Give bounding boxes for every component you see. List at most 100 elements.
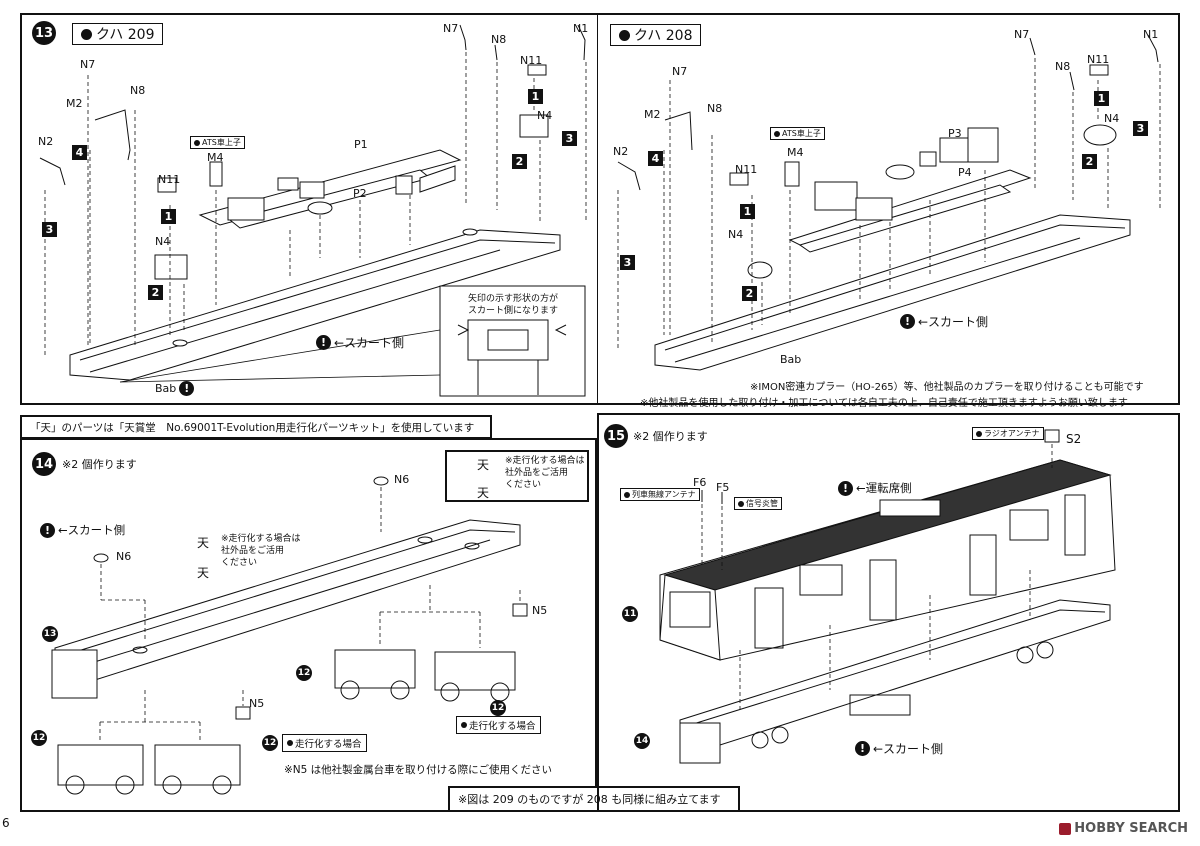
step-square-1: 1 bbox=[161, 209, 176, 224]
warning-icon: ! bbox=[316, 335, 331, 350]
ref-step11-icon: 11 bbox=[622, 606, 638, 622]
train-radio-antenna-tag: 列車無線アンテナ bbox=[620, 488, 700, 501]
part-label-n11: N11 bbox=[520, 54, 543, 67]
part-label-n11: N11 bbox=[735, 163, 758, 176]
same-assembly-notice: ※図は 209 のものですが 208 も同様に組み立てます bbox=[448, 786, 740, 812]
part-label-n7: N7 bbox=[80, 58, 96, 71]
warning-icon: ! bbox=[40, 522, 55, 538]
bullet-icon bbox=[287, 740, 293, 746]
part-label-f5: F5 bbox=[716, 481, 730, 494]
bullet-icon bbox=[738, 500, 744, 507]
bullet-icon bbox=[976, 430, 982, 437]
step15-panel bbox=[597, 413, 1180, 812]
warning-icon: ! bbox=[855, 741, 870, 756]
step-square-1: 1 bbox=[528, 89, 543, 104]
step13-right-title: クハ 208 bbox=[610, 24, 702, 46]
bullet-icon bbox=[624, 491, 630, 498]
part-label-p3: P3 bbox=[948, 127, 962, 140]
driver-side-label: !←運転席側 bbox=[838, 480, 912, 496]
part-label-p2: P2 bbox=[353, 187, 367, 200]
ref-step12-icon: 12 bbox=[31, 730, 47, 746]
part-label-f6: F6 bbox=[693, 476, 707, 489]
n5-note: ※N5 は他社製金属台車を取り付ける際にご使用ください bbox=[284, 764, 552, 776]
part-label-n6: N6 bbox=[116, 550, 132, 563]
ref-step14-icon: 14 bbox=[634, 733, 650, 749]
skirt-side-label: !←スカート側 bbox=[855, 740, 943, 757]
step-square-4: 4 bbox=[72, 145, 87, 160]
imon-note: ※IMON密連カプラー（HO-265）等、他社製品のカプラーを取り付けることも可… bbox=[750, 382, 1144, 393]
skirt-side-label: !←スカート側 bbox=[40, 522, 125, 538]
hobby-search-logo-icon bbox=[1059, 822, 1072, 835]
part-label-n8: N8 bbox=[1055, 60, 1071, 73]
ten-label: 天 bbox=[477, 458, 490, 472]
ref-step12-icon: 12 bbox=[296, 665, 312, 681]
self-responsibility-note: ※他社製品を使用した取り付け・加工については各自工夫の上、自己責任で施工頂きます… bbox=[640, 398, 1128, 409]
part-label-n8: N8 bbox=[491, 33, 507, 46]
part-label-bab: Bab! bbox=[155, 381, 197, 396]
part-label-m4: M4 bbox=[207, 151, 224, 164]
part-label-n4: N4 bbox=[155, 235, 171, 248]
warning-icon: ! bbox=[838, 480, 853, 496]
step-square-3: 3 bbox=[42, 222, 57, 237]
run-tag: 走行化する場合 bbox=[282, 734, 367, 752]
part-label-n4: N4 bbox=[1104, 112, 1120, 125]
part-label-n6: N6 bbox=[394, 473, 410, 486]
part-label-n4: N4 bbox=[537, 109, 553, 122]
ref-step13-icon: 13 bbox=[42, 626, 58, 642]
callout-text-2: スカート側になります bbox=[468, 306, 559, 316]
step15-note: ※2 個作ります bbox=[633, 430, 708, 443]
page-number: 6 bbox=[2, 816, 10, 830]
part-label-n1: N1 bbox=[1143, 28, 1159, 41]
step-square-2: 2 bbox=[742, 286, 757, 301]
step15-number: 15 bbox=[604, 424, 628, 448]
bullet-icon bbox=[619, 29, 630, 41]
bullet-icon bbox=[194, 139, 200, 146]
part-label-m2: M2 bbox=[644, 108, 661, 121]
part-label-n11: N11 bbox=[158, 173, 181, 186]
step-square-1: 1 bbox=[1094, 91, 1109, 106]
part-label-p1: P1 bbox=[354, 138, 368, 151]
run-tag: 走行化する場合 bbox=[456, 716, 541, 734]
part-label-n5: N5 bbox=[532, 604, 548, 617]
signal-flare-tag: 信号炎管 bbox=[734, 497, 782, 510]
ten-inline-box: 天 ※走行化する場合は 社外品をご活用 ください 天 bbox=[185, 530, 315, 582]
part-label-m4: M4 bbox=[787, 146, 804, 159]
bullet-icon bbox=[461, 722, 467, 728]
step13-number: 13 bbox=[32, 21, 56, 45]
part-label-n2: N2 bbox=[613, 145, 629, 158]
ten-label: 天 bbox=[197, 536, 210, 550]
step-square-1: 1 bbox=[740, 204, 755, 219]
step-square-2: 2 bbox=[512, 154, 527, 169]
bullet-icon bbox=[81, 28, 92, 40]
part-label-n4: N4 bbox=[728, 228, 744, 241]
part-label-m2: M2 bbox=[66, 97, 83, 110]
step-square-3: 3 bbox=[562, 131, 577, 146]
warning-icon: ! bbox=[179, 381, 195, 396]
ten-label: 天 bbox=[197, 566, 210, 580]
step14-number: 14 bbox=[32, 452, 56, 476]
skirt-side-label: !←スカート側 bbox=[316, 334, 404, 351]
part-label-n11: N11 bbox=[1087, 53, 1110, 66]
step13-left-title: クハ 209 bbox=[72, 23, 164, 45]
part-label-n5: N5 bbox=[249, 697, 265, 710]
ref-step12-icon: 12 bbox=[490, 700, 506, 716]
ten-note: ※走行化する場合は 社外品をご活用 ください bbox=[221, 534, 301, 568]
part-label-bab: Bab bbox=[780, 353, 802, 366]
ten-note: ※走行化する場合は 社外品をご活用 ください bbox=[505, 456, 585, 490]
callout-text-1: 矢印の示す形状の方が bbox=[468, 294, 559, 304]
step-square-2: 2 bbox=[148, 285, 163, 300]
radio-antenna-tag: ラジオアンテナ bbox=[972, 427, 1044, 440]
warning-icon: ! bbox=[900, 314, 915, 329]
part-label-n8: N8 bbox=[130, 84, 146, 97]
part-label-p4: P4 bbox=[958, 166, 972, 179]
ref-step12-icon: 12 bbox=[262, 735, 278, 751]
part-label-n7: N7 bbox=[672, 65, 688, 78]
part-label-n8: N8 bbox=[707, 102, 723, 115]
ats-tag: ATS車上子 bbox=[190, 136, 245, 149]
bullet-icon bbox=[774, 130, 780, 137]
step-square-3: 3 bbox=[620, 255, 635, 270]
ten-box: 天 ※走行化する場合は 社外品をご活用 ください 天 bbox=[445, 450, 589, 502]
